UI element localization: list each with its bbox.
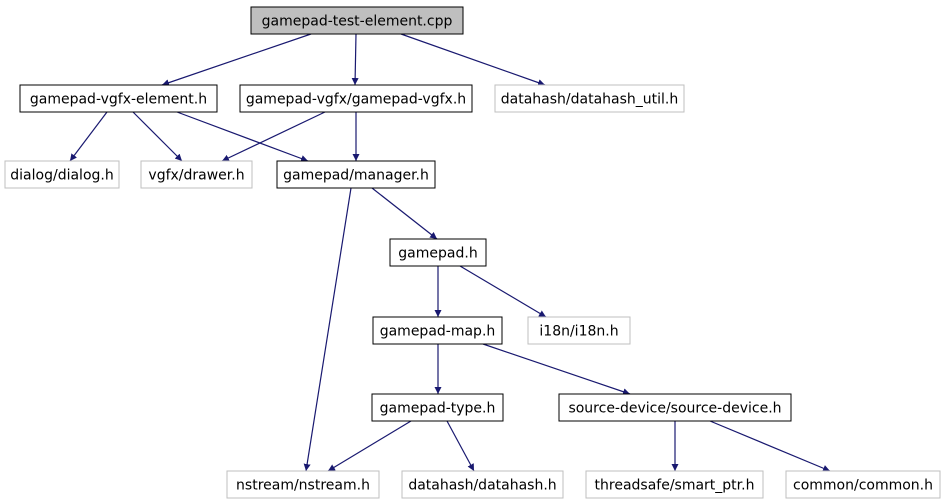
node-smart_ptr: threadsafe/smart_ptr.h: [585, 470, 764, 499]
node-i18n: i18n/i18n.h: [527, 316, 631, 345]
node-label: dialog/dialog.h: [10, 168, 113, 184]
node-manager[interactable]: gamepad/manager.h: [276, 160, 436, 189]
node-label: threadsafe/smart_ptr.h: [595, 478, 755, 494]
node-box: [226, 470, 380, 499]
node-label: gamepad-vgfx-element.h: [30, 92, 207, 108]
node-box: [239, 84, 473, 113]
node-label: common/common.h: [793, 478, 933, 494]
node-box: [401, 470, 564, 499]
node-box: [140, 160, 253, 189]
edge-vgfx_element-to-manager: [176, 111, 309, 162]
node-box: [276, 160, 436, 189]
node-drawer: vgfx/drawer.h: [140, 160, 253, 189]
edge-type-to-nstream: [327, 420, 412, 472]
node-box: [19, 84, 218, 113]
node-box: [785, 470, 941, 499]
node-box: [371, 393, 504, 422]
node-label: gamepad-type.h: [380, 401, 496, 417]
edge-manager-to-nstream: [303, 187, 352, 472]
node-vgfx_vgfx[interactable]: gamepad-vgfx/gamepad-vgfx.h: [239, 84, 473, 113]
node-datahash: datahash/datahash.h: [401, 470, 564, 499]
edge-root-to-datahash_util: [400, 33, 546, 86]
edge-vgfx_element-to-dialog: [69, 111, 108, 162]
node-source_device[interactable]: source-device/source-device.h: [558, 393, 792, 422]
node-box: [494, 84, 685, 113]
edge-source_device-to-common: [709, 420, 831, 472]
node-dialog: dialog/dialog.h: [4, 160, 120, 189]
node-label: datahash/datahash.h: [408, 478, 556, 494]
node-box: [585, 470, 764, 499]
node-label: i18n/i18n.h: [539, 324, 618, 340]
node-box: [558, 393, 792, 422]
edge-map-to-source_device: [482, 343, 631, 396]
node-box: [389, 238, 487, 267]
node-box: [372, 316, 503, 345]
edge-type-to-datahash: [446, 420, 475, 472]
edge-root-to-vgfx_vgfx: [351, 33, 359, 86]
node-label: gamepad/manager.h: [283, 168, 429, 184]
node-label: gamepad-vgfx/gamepad-vgfx.h: [246, 92, 466, 108]
edge-manager-to-gamepad: [371, 187, 438, 240]
edge-vgfx_element-to-drawer: [132, 111, 183, 162]
node-datahash_util: datahash/datahash_util.h: [494, 84, 685, 113]
node-box: [527, 316, 631, 345]
edges-layer: [69, 33, 831, 472]
node-label: gamepad-test-element.cpp: [262, 14, 453, 30]
node-box: [4, 160, 120, 189]
edge-root-to-vgfx_element: [161, 33, 312, 87]
node-label: nstream/nstream.h: [236, 478, 370, 494]
nodes-layer: gamepad-test-element.cpp gamepad-vgfx-ele…: [4, 6, 941, 499]
node-label: vgfx/drawer.h: [148, 168, 244, 184]
edge-vgfx_vgfx-to-drawer: [221, 111, 326, 162]
node-map[interactable]: gamepad-map.h: [372, 316, 503, 345]
node-nstream: nstream/nstream.h: [226, 470, 380, 499]
node-vgfx_element[interactable]: gamepad-vgfx-element.h: [19, 84, 218, 113]
node-label: datahash/datahash_util.h: [501, 92, 679, 108]
edge-gamepad-to-i18n: [459, 265, 547, 318]
node-label: source-device/source-device.h: [568, 401, 781, 417]
node-root[interactable]: gamepad-test-element.cpp: [250, 6, 464, 35]
node-common: common/common.h: [785, 470, 941, 499]
node-box: [250, 6, 464, 35]
node-gamepad[interactable]: gamepad.h: [389, 238, 487, 267]
node-label: gamepad.h: [398, 246, 477, 262]
node-label: gamepad-map.h: [380, 324, 496, 340]
node-type[interactable]: gamepad-type.h: [371, 393, 504, 422]
